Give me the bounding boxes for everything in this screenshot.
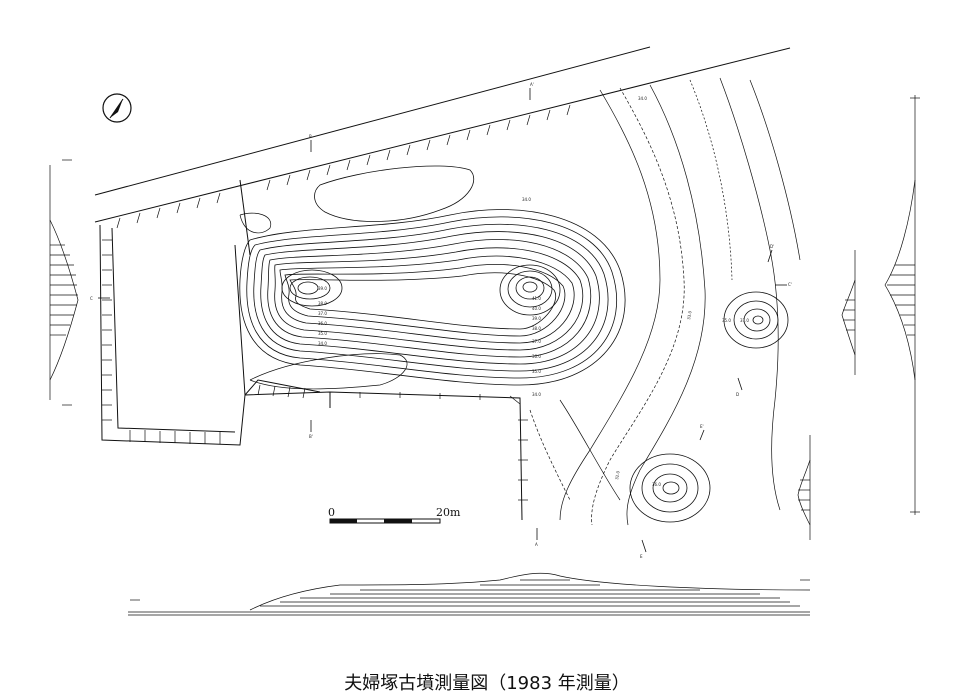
section-profile-c bbox=[128, 572, 811, 616]
north-arrow-icon bbox=[102, 93, 132, 123]
contour-label: 39.0 bbox=[532, 316, 541, 321]
section-labels: A' A B B' C C' D D' E E' bbox=[90, 82, 792, 559]
section-label: B bbox=[309, 134, 312, 139]
contour-label: 38.0 bbox=[532, 326, 541, 331]
section-profile-e bbox=[797, 435, 811, 540]
section-label: C bbox=[90, 296, 93, 301]
contour-label: 35.0 bbox=[532, 369, 541, 374]
excavation-outline bbox=[99, 179, 523, 521]
section-label: C' bbox=[788, 282, 792, 287]
section-label: B' bbox=[309, 434, 313, 439]
scale-start-label: 0 bbox=[328, 506, 335, 519]
section-profile-d bbox=[841, 250, 856, 375]
contour-label: 35.0 bbox=[722, 318, 731, 323]
map-caption: 夫婦塚古墳測量図（1983 年測量） bbox=[344, 673, 630, 694]
hatching bbox=[102, 104, 571, 501]
contour-labels: 39.0 41.0 38.0 37.0 36.0 35.0 34.0 40.0 … bbox=[318, 96, 749, 487]
section-label: A' bbox=[530, 82, 534, 87]
scale-end-label: 20m bbox=[436, 506, 461, 519]
terrace-contours bbox=[239, 212, 408, 390]
section-label: D bbox=[736, 392, 739, 397]
contour-label: 37.0 bbox=[740, 318, 749, 323]
field-contours bbox=[529, 77, 801, 526]
section-profile-a bbox=[884, 95, 920, 515]
contour-label: 34.0 bbox=[638, 96, 647, 101]
mound-e-contours bbox=[629, 453, 711, 523]
road-boundary bbox=[94, 46, 791, 223]
scale-bar: 0 20m bbox=[328, 506, 461, 524]
contour-label: 41.0 bbox=[532, 296, 541, 301]
section-label: A bbox=[535, 542, 538, 547]
contour-label: 36.0 bbox=[652, 482, 661, 487]
mound-contours bbox=[239, 209, 626, 386]
contour-label: 32.0 bbox=[614, 470, 621, 480]
contour-label: 34.0 bbox=[318, 341, 327, 346]
section-profile-b bbox=[49, 159, 79, 406]
pond-contours bbox=[314, 165, 475, 222]
section-label: D' bbox=[770, 244, 774, 249]
contour-label: 39.0 bbox=[318, 286, 327, 291]
contour-label: 36.0 bbox=[318, 321, 327, 326]
contour-label: 34.0 bbox=[522, 197, 531, 202]
section-markers bbox=[98, 88, 787, 553]
mound-d-contours bbox=[723, 291, 789, 349]
contour-label: 36.0 bbox=[532, 354, 541, 359]
contour-label: 38.0 bbox=[318, 301, 327, 306]
section-label: E bbox=[640, 554, 643, 559]
contour-label: 40.0 bbox=[532, 306, 541, 311]
section-label: E' bbox=[700, 424, 704, 429]
contour-label: 33.0 bbox=[686, 310, 693, 320]
contour-label: 35.0 bbox=[318, 331, 327, 336]
contour-label: 34.0 bbox=[532, 392, 541, 397]
contour-label: 37.0 bbox=[532, 339, 541, 344]
contour-label: 37.0 bbox=[318, 311, 327, 316]
